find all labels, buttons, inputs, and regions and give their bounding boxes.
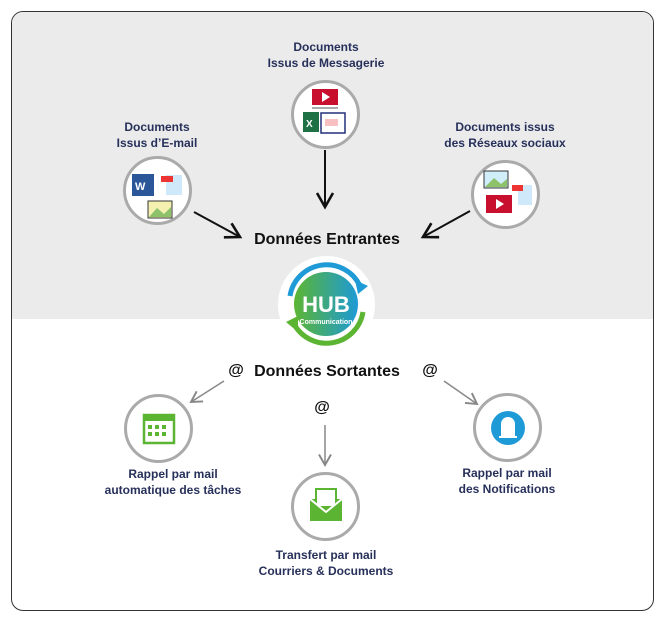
- incoming-title: Données Entrantes: [254, 231, 400, 248]
- svg-text:X: X: [306, 119, 313, 130]
- svg-text:HUB: HUB: [302, 292, 350, 317]
- arrow-social-to-hub: [420, 210, 471, 239]
- at-icon: @: [422, 362, 438, 379]
- at-icon: @: [228, 362, 244, 379]
- outgoing-title: Données Sortantes: [254, 363, 400, 380]
- svg-text:W: W: [135, 181, 146, 193]
- calendar-icon: [124, 394, 193, 463]
- arrow-email-to-hub: [193, 211, 243, 239]
- notification-bell-icon: [473, 393, 542, 462]
- at-icon: @: [314, 399, 330, 416]
- messaging-docs-icon: X: [291, 80, 360, 149]
- hub-communication-logo: HUB Communication: [278, 256, 375, 353]
- arrow-to-notifications: [443, 380, 479, 406]
- svg-text:Communication: Communication: [300, 319, 353, 326]
- email-docs-icon: W: [123, 156, 192, 225]
- mail-envelope-icon: [291, 472, 360, 541]
- arrow-to-tasks: [189, 380, 225, 404]
- social-docs-icon: [471, 160, 540, 229]
